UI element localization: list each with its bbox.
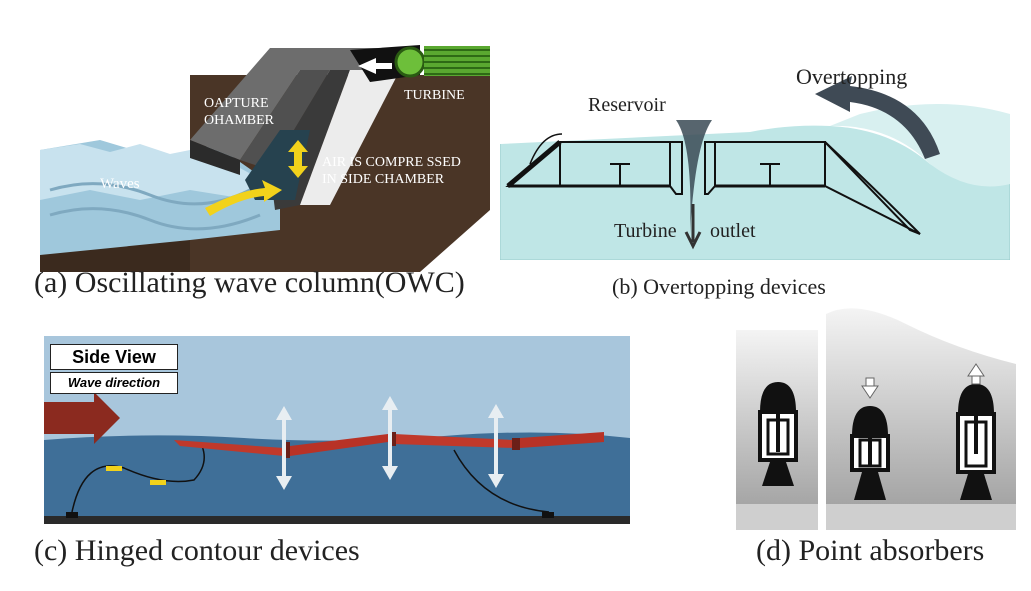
label-outlet: outlet: [710, 220, 756, 242]
caption-point-absorbers: (d) Point absorbers: [756, 534, 985, 567]
caption-overtopping: (b) Overtopping devices: [612, 274, 826, 299]
caption-hinged-contour: (c) Hinged contour devices: [34, 534, 360, 567]
label-waves: Waves: [100, 176, 140, 192]
label-air-compressed: AIR IS COMPRE SSED IN SIDE CHAMBER: [322, 155, 461, 187]
panel-hinged-contour: Side View Wave direction: [44, 336, 630, 524]
panel-point-absorbers: [736, 304, 1016, 530]
wave-direction-label: Wave direction: [50, 372, 178, 394]
label-turbine-b: Turbine: [614, 220, 677, 242]
overtopping-illustration: [500, 54, 1010, 260]
caption-owc: (a) Oscillating wave column(OWC): [34, 266, 465, 299]
panel-overtopping: Reservoir Overtopping Turbine outlet: [500, 54, 1010, 260]
owc-illustration: [40, 40, 490, 272]
side-view-label: Side View: [50, 344, 178, 370]
label-overtopping: Overtopping: [796, 64, 908, 89]
label-capture-chamber: OAPTURE OHAMBER: [204, 96, 275, 128]
label-turbine: TURBINE: [404, 88, 465, 103]
label-reservoir: Reservoir: [588, 94, 666, 116]
hinged-contour-illustration: [44, 336, 630, 524]
point-absorbers-illustration: [736, 308, 1016, 530]
panel-owc: OAPTURE OHAMBER TURBINE AIR IS COMPRE SS…: [40, 40, 490, 272]
